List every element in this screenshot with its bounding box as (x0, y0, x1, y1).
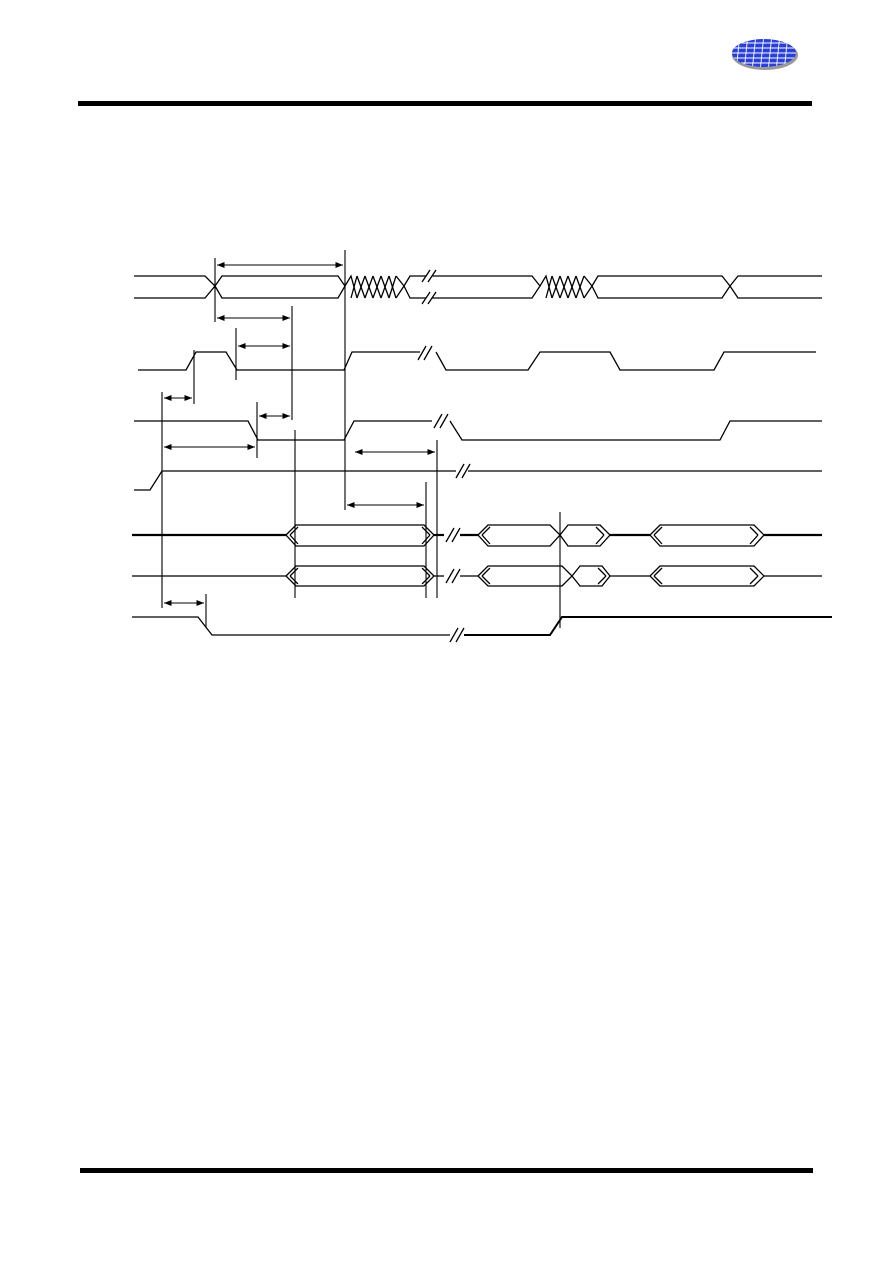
footer-rule (80, 1168, 813, 1173)
signal-line-4 (134, 463, 822, 491)
signal-address-bus (134, 269, 822, 305)
chip-wafer-logo-icon (728, 34, 800, 72)
signal-line-3 (134, 413, 822, 441)
signal-data-bus-2 (132, 565, 822, 587)
signal-line-2 (138, 345, 816, 371)
timing-arrows (164, 261, 435, 607)
signal-line-7 (132, 616, 832, 643)
reference-lines (161, 250, 561, 628)
header-rule (78, 101, 812, 106)
signal-data-bus-1 (132, 524, 822, 547)
